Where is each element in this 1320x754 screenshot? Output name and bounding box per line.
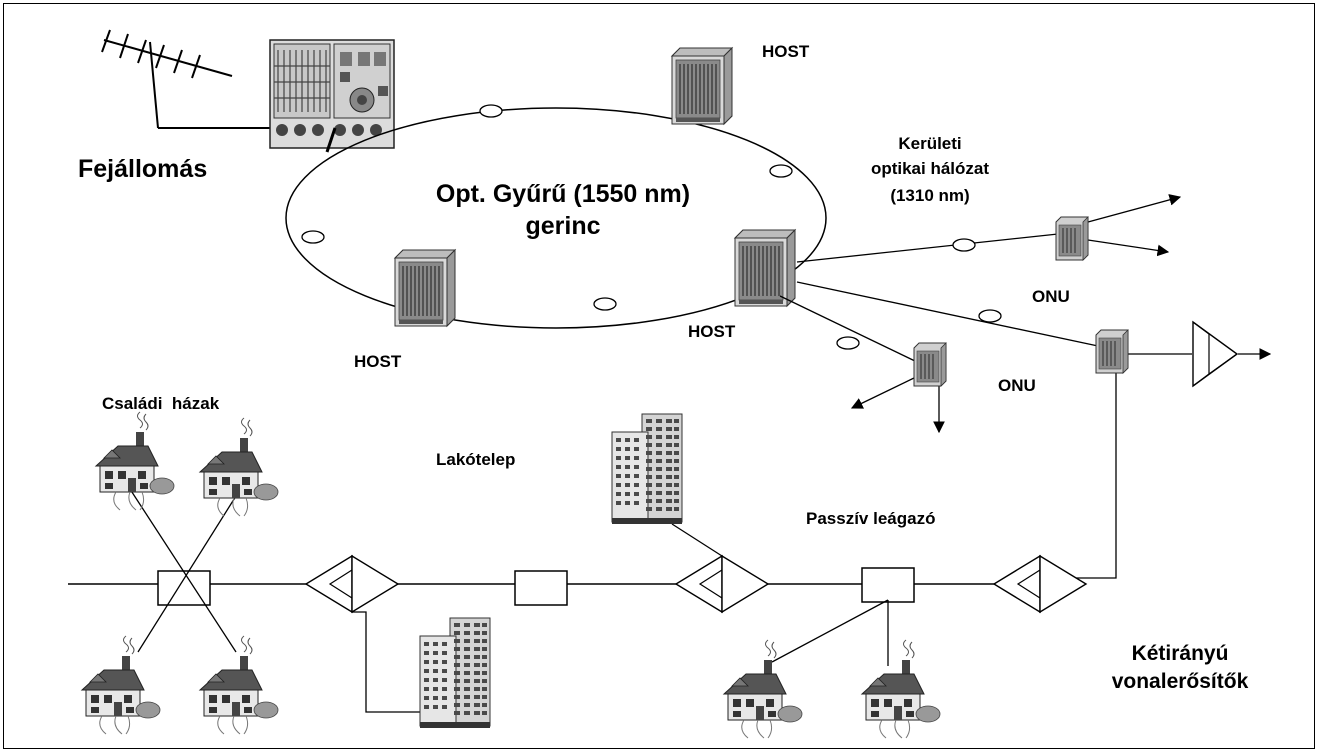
onu-label-bottom: ONU <box>998 376 1036 395</box>
amplifier-label-line1: Kétirányú <box>1131 642 1229 665</box>
house-icon <box>81 635 161 735</box>
house-icon <box>861 639 941 739</box>
headend-label: Fejállomás <box>78 155 208 183</box>
onu-box-icon <box>913 342 947 387</box>
host-label-top: HOST <box>762 42 810 61</box>
house-icon <box>199 417 279 517</box>
headend-rack-icon <box>269 39 395 153</box>
host-label-right: HOST <box>688 322 736 341</box>
optical-ring <box>285 107 827 329</box>
host-rack-icon <box>394 249 456 327</box>
host-rack-icon <box>734 229 796 307</box>
amplifier-icon <box>993 555 1087 613</box>
link-node-markers <box>836 238 1002 350</box>
amplifier-icon <box>675 555 769 613</box>
drop-lines <box>127 485 889 713</box>
district-label-line2: optikai hálózat <box>870 159 990 178</box>
ring-node-markers <box>301 104 793 311</box>
ring-label-line1: Opt. Gyűrű (1550 nm) <box>435 180 691 208</box>
district-links <box>779 194 1272 579</box>
splitter-box-icon <box>514 570 568 606</box>
family-houses-label: Családi házak <box>102 394 220 413</box>
splitter-box-icon <box>861 567 915 603</box>
onu-label-top: ONU <box>1032 287 1070 306</box>
house-icon <box>199 635 279 735</box>
district-label-line3: (1310 nm) <box>890 186 970 205</box>
apartment-building-icon <box>611 413 683 525</box>
host-label-left: HOST <box>354 352 402 371</box>
antenna-icon <box>101 29 272 129</box>
amplifier-label-line2: vonalerősítők <box>1111 670 1249 693</box>
ring-label-line2: gerinc <box>525 212 601 240</box>
house-icon <box>95 411 175 511</box>
passive-splitter-label: Passzív leágazó <box>806 509 936 528</box>
host-rack-icon <box>671 47 733 125</box>
onu-box-icon <box>1055 216 1089 261</box>
amplifier-icon <box>1192 320 1239 388</box>
amplifier-icon <box>305 555 399 613</box>
district-label-line1: Kerületi <box>898 134 962 153</box>
apartment-building-icon <box>419 617 491 729</box>
onu-box-icon <box>1095 329 1129 374</box>
diagram-frame <box>3 3 1315 749</box>
housing-estate-label: Lakótelep <box>436 450 516 469</box>
house-icon <box>723 639 803 739</box>
